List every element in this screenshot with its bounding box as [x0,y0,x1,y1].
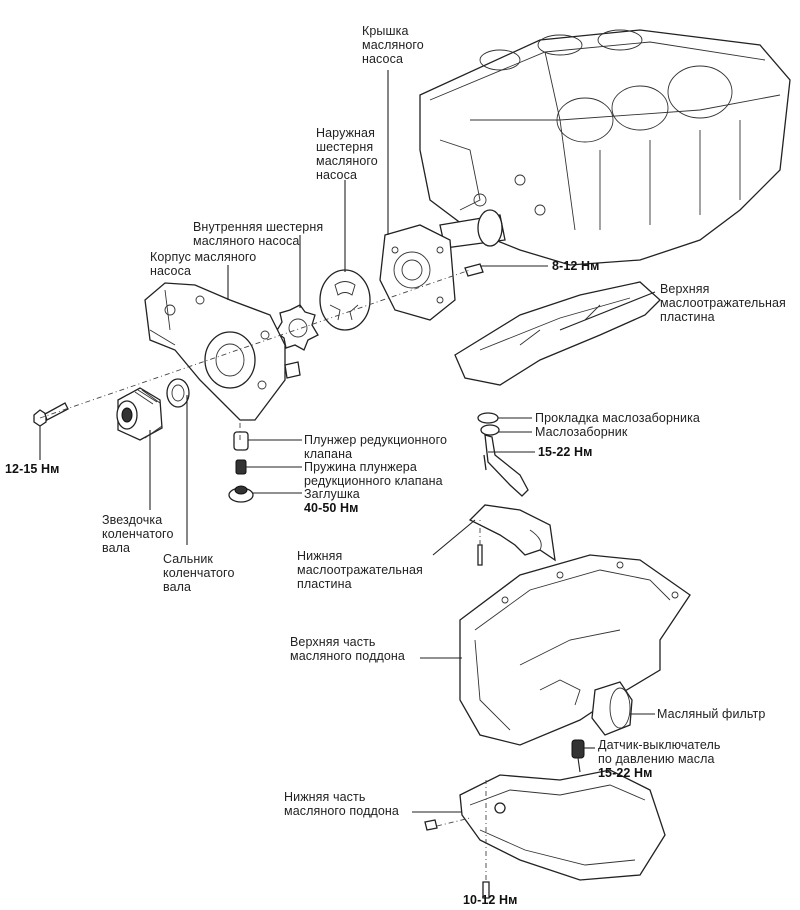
pump-cover [379,224,484,321]
label-line: вала [163,580,192,594]
label-line: Датчик-выключатель [598,738,721,752]
label-line: пластина [297,577,352,591]
label-line: Верхняя [660,282,710,296]
label-line: масляного поддона [290,649,405,663]
label-line: Пружина плунжера [304,460,417,474]
label-line: Корпус масляного [150,250,257,264]
label-strainer: Маслозаборник [535,425,628,439]
upper-oil-pan [459,554,691,746]
label-line: Нижняя часть [284,790,366,804]
plunger-spring [235,459,247,475]
label-line: Крышка [362,24,409,38]
oil-strainer [477,412,529,497]
torque-15-22-strainer: 15-22 Нм [538,445,593,459]
crankshaft-seal [166,378,190,408]
label-line: коленчатого [102,527,174,541]
label-crank-seal: Сальник коленчатого вала [163,552,235,594]
torque-10-12: 10-12 Нм [463,893,518,907]
label-crank-sprocket: Звездочка коленчатого вала [102,513,174,555]
label-line: Внутренняя шестерня [193,220,324,234]
oil-pump-body [144,282,301,421]
upper-baffle-plate [454,281,661,386]
label-line: насоса [316,168,357,182]
torque-12-15: 12-15 Нм [5,462,60,476]
label-line: Наружная [316,126,375,140]
label-line: Заглушка [304,487,360,501]
label-line: редукционного клапана [304,474,443,488]
label-line: маслоотражательная [660,296,786,310]
label-line: шестерня [316,140,374,154]
lower-baffle-plate [468,504,556,566]
label-inner-gear: Внутренняя шестерня масляного насоса [193,220,323,248]
label-oil-filter: Масляный фильтр [657,707,766,721]
label-line: масляного поддона [284,804,399,818]
label-pump-body: Корпус масляного насоса [150,250,256,278]
label-upper-pan: Верхняя часть масляного поддона [290,635,405,663]
label-line: насоса [150,264,191,278]
relief-valve-plunger [233,431,249,451]
torque-40-50: 40-50 Нм [304,501,359,515]
torque-8-12: 8-12 Нм [552,259,600,273]
lower-oil-pan [424,769,666,899]
label-line: Верхняя часть [290,635,376,649]
label-line: насоса [362,52,403,66]
label-line: маслоотражательная [297,563,423,577]
label-line: пластина [660,310,715,324]
label-plug: Заглушка 40-50 Нм [304,487,360,515]
label-line: Плунжер редукционного [304,433,447,447]
label-line: коленчатого [163,566,235,580]
oil-filter [591,681,633,736]
label-line: Сальник [163,552,213,566]
torque-15-22-switch: 15-22 Нм [598,766,653,780]
label-upper-baffle: Верхняя маслоотражательная пластина [660,282,786,324]
crankshaft-sprocket [116,387,163,441]
pump-bolt [33,402,69,427]
plug [228,485,254,503]
label-line: клапана [304,447,353,461]
label-plunger-spring: Пружина плунжера редукционного клапана [304,460,443,488]
label-lower-pan: Нижняя часть масляного поддона [284,790,399,818]
label-line: масляного насоса [193,234,300,248]
label-relief-plunger: Плунжер редукционного клапана [304,433,447,461]
inner-gear [275,304,319,351]
label-line: Нижняя [297,549,343,563]
outer-gear [319,269,371,331]
label-line: по давлению масла [598,752,715,766]
label-outer-gear: Наружная шестерня масляного насоса [316,126,378,182]
label-lower-baffle: Нижняя маслоотражательная пластина [297,549,423,591]
label-strainer-gasket: Прокладка маслозаборника [535,411,700,425]
oil-pressure-switch [571,739,585,773]
label-pressure-switch: Датчик-выключатель по давлению масла 15-… [598,738,721,780]
label-line: масляного [362,38,424,52]
engine-block [419,29,791,266]
label-line: вала [102,541,131,555]
label-line: Звездочка [102,513,163,527]
label-pump-cover: Крышка масляного насоса [362,24,424,66]
label-line: масляного [316,154,378,168]
